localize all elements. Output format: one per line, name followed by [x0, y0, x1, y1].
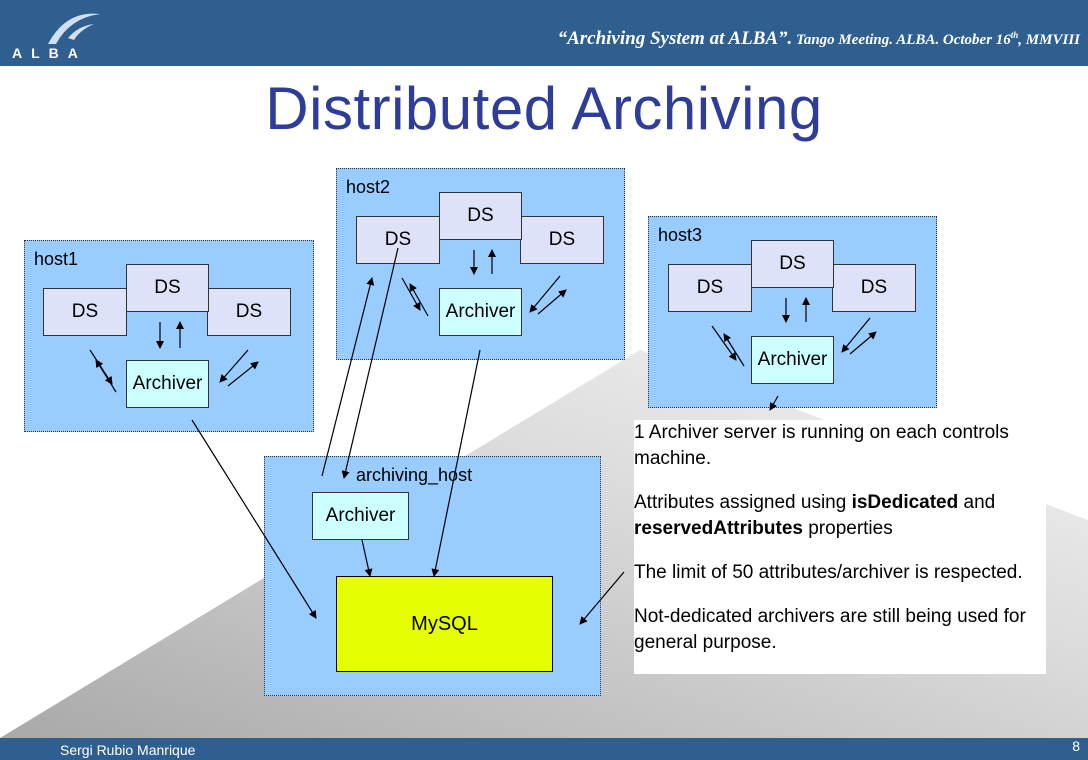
host2-archiver: Archiver [439, 288, 522, 336]
host3-ds-left: DS [668, 264, 752, 312]
meeting-info: Tango Meeting. ALBA. October 16 [792, 32, 1011, 48]
desc-assignment-suffix: properties [802, 518, 893, 539]
svg-text:ALBA: ALBA [12, 45, 87, 61]
presentation-header: “Archiving System at ALBA”. Tango Meetin… [558, 28, 1080, 50]
slide-title: Distributed Archiving [265, 75, 823, 142]
desc-running-note: 1 Archiver server is running on each con… [634, 422, 1009, 469]
host1-archiver: Archiver [126, 360, 209, 408]
page-number: 8 [1072, 738, 1080, 754]
archiving-host-archiver: Archiver [312, 492, 409, 540]
host3-ds-right: DS [832, 264, 916, 312]
desc-assignment-prefix: Attributes assigned using [634, 492, 852, 513]
prop-reservedattributes: reservedAttributes [634, 518, 803, 539]
host2-ds-left: DS [356, 216, 440, 264]
description-panel: 1 Archiver server is running on each con… [634, 420, 1046, 674]
host2-ds-center: DS [439, 192, 522, 240]
mysql-database: MySQL [336, 576, 553, 672]
ordinal-suffix: th [1010, 30, 1019, 40]
host1-ds-left: DS [43, 288, 127, 336]
host3-ds-center: DS [751, 240, 834, 288]
desc-assignment-and: and [958, 492, 996, 513]
header-bar: ALBA “Archiving System at ALBA”. Tango M… [0, 0, 1088, 66]
desc-assignment-note: Attributes assigned using isDedicated an… [634, 490, 1046, 542]
meeting-year: , MMVIII [1018, 32, 1080, 48]
host1-label: host1 [34, 249, 79, 269]
desc-general-purpose-note: Not-dedicated archivers are still being … [634, 606, 1026, 653]
host3-label: host3 [658, 225, 703, 245]
host3-archiver: Archiver [751, 336, 834, 384]
talk-title: “Archiving System at ALBA”. [557, 28, 793, 49]
host1-ds-right: DS [207, 288, 291, 336]
footer-bar [0, 738, 1088, 760]
alba-logo: ALBA [12, 13, 100, 61]
host1-ds-center: DS [126, 264, 209, 312]
host2-label: host2 [346, 177, 391, 197]
desc-limit-note: The limit of 50 attributes/archiver is r… [634, 562, 1023, 583]
archiving-host-label: archiving_host [356, 465, 473, 485]
host2-ds-right: DS [520, 216, 604, 264]
prop-isdedicated: isDedicated [851, 492, 959, 513]
author-name: Sergi Rubio Manrique [60, 742, 196, 758]
